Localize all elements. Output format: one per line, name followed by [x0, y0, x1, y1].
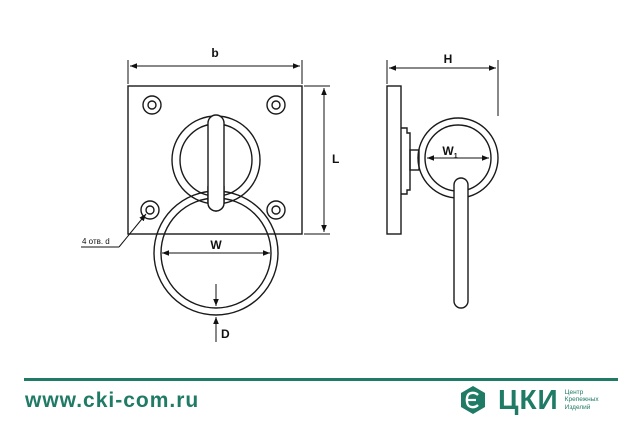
dimension-H	[386, 60, 499, 116]
label-D: D	[221, 327, 230, 341]
side-boss	[401, 127, 411, 195]
dimension-b	[127, 60, 303, 84]
side-pin	[409, 149, 420, 171]
label-W1: W1	[442, 144, 457, 160]
base-plate	[127, 85, 303, 235]
brand-sub-line: Изделий	[564, 403, 591, 411]
brand-name: ЦКИ	[498, 384, 559, 415]
label-holes: 4 отв. d	[82, 237, 110, 246]
label-W1-sub: 1	[454, 153, 458, 160]
brand-logo: ЦКИ Центр Крепежных Изделий	[458, 385, 599, 415]
holes-leader	[81, 213, 147, 248]
mounting-hole	[142, 95, 162, 115]
mounting-hole	[266, 95, 286, 115]
brand-sub-line: Центр	[564, 388, 584, 396]
mounting-hole	[140, 200, 160, 220]
side-view	[386, 85, 499, 309]
brand-subtitle: Центр Крепежных Изделий	[565, 389, 599, 412]
front-view	[127, 85, 303, 316]
label-b: b	[211, 46, 218, 60]
dimension-L	[304, 85, 330, 235]
brand-sub-line: Крепежных	[564, 396, 599, 404]
mounting-hole	[266, 200, 286, 220]
label-L: L	[332, 152, 339, 166]
label-H: H	[444, 52, 453, 66]
label-W: W	[210, 238, 222, 252]
website-url[interactable]: www.cki-com.ru	[25, 389, 200, 412]
footer-divider	[24, 378, 618, 381]
side-plate	[386, 85, 402, 235]
brand-mark-icon	[461, 386, 485, 414]
side-staple	[453, 177, 469, 309]
label-W1-main: W	[442, 144, 454, 158]
